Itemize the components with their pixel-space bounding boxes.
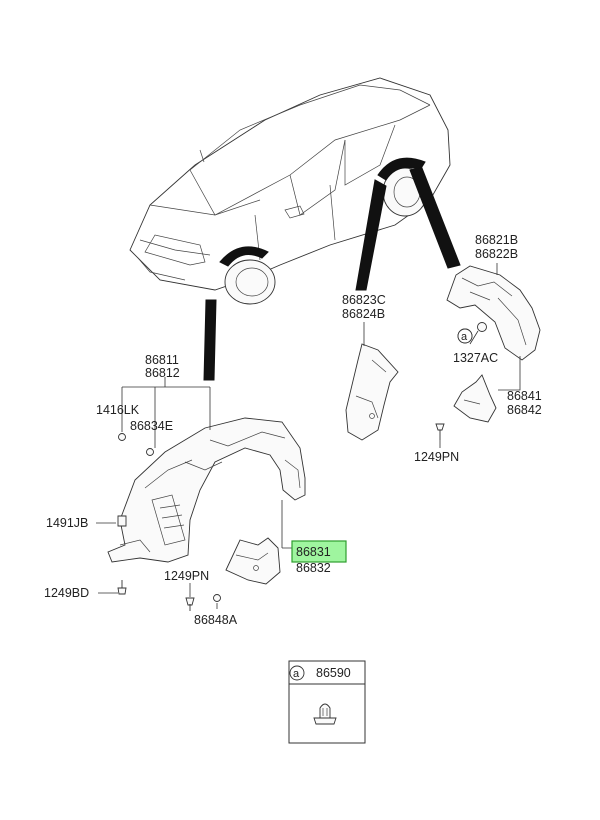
push-clip-icon — [313, 703, 337, 725]
label-86834E: 86834E — [130, 419, 173, 433]
car-illustration — [129, 77, 451, 305]
label-1249BD: 1249BD — [44, 586, 89, 600]
part-labels: 86811 86812 1416LK 86834E 1491JB 1249BD … — [44, 233, 542, 627]
label-1416LK: 1416LK — [96, 403, 140, 417]
middle-guard-panel — [345, 343, 399, 441]
label-86812: 86812 — [145, 366, 180, 380]
legend-marker-circle — [289, 665, 305, 681]
front-mud-guard — [225, 537, 281, 585]
callout-a-marker: a — [461, 331, 468, 343]
label-86821B: 86821B — [475, 233, 518, 247]
label-86832: 86832 — [296, 561, 331, 575]
label-86842: 86842 — [507, 403, 542, 417]
rear-mud-guard — [453, 374, 497, 423]
legend-part-number: 86590 — [316, 666, 351, 680]
label-1327AC: 1327AC — [453, 351, 498, 365]
label-86823C: 86823C — [342, 293, 386, 307]
leader-lines — [96, 263, 521, 609]
label-86822B: 86822B — [475, 247, 518, 261]
callout-a-circle — [457, 328, 473, 344]
label-86831[interactable]: 86831 — [296, 545, 331, 559]
label-1491JB: 1491JB — [46, 516, 88, 530]
legend-marker: a — [293, 668, 300, 680]
label-86824B: 86824B — [342, 307, 385, 321]
front-wheel-guard — [107, 417, 306, 563]
label-1249PN-front: 1249PN — [164, 569, 209, 583]
label-86841: 86841 — [507, 389, 542, 403]
label-86848A: 86848A — [194, 613, 238, 627]
highlight-86831[interactable] — [291, 540, 347, 563]
legend-box: a 86590 — [288, 660, 366, 744]
rear-wheel-guard — [446, 265, 541, 361]
pointer-arrows — [203, 167, 461, 381]
label-86811: 86811 — [145, 353, 179, 367]
label-1249PN-rear: 1249PN — [414, 450, 459, 464]
front-fasteners — [117, 433, 221, 611]
